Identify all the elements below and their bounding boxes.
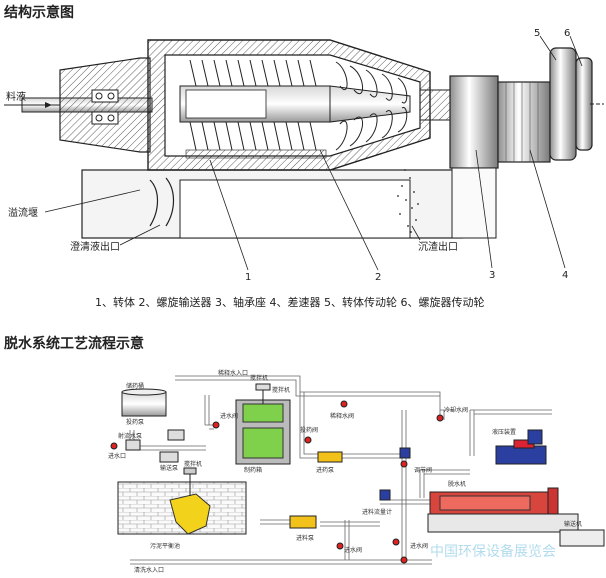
screw-pulley <box>575 57 593 151</box>
base-inner <box>179 179 411 239</box>
right-bearing <box>419 89 451 121</box>
blue-valve-icon <box>379 489 391 501</box>
hydraulic-unit <box>495 445 547 465</box>
valve-icon <box>336 542 344 550</box>
pipe-network <box>129 375 552 565</box>
dosing-tank-top <box>242 403 284 423</box>
storage-tank <box>121 391 167 417</box>
bearing-stand <box>451 167 497 239</box>
centrifuge-structure: 料液 溢流堰 澄清液出口 沉渣出口 1 2 3 4 5 6 <box>4 28 604 283</box>
agitator-label: 搅拌机 <box>272 386 290 394</box>
valve-icon <box>304 436 312 444</box>
hydraulic-label: 液压装置 <box>492 428 516 436</box>
valve-icon <box>400 556 408 564</box>
part-number-2: 2 <box>375 272 381 283</box>
part-number-3: 3 <box>489 270 495 281</box>
sediment-outlet-label: 沉渣出口 <box>418 240 458 253</box>
conveyor <box>559 529 605 547</box>
flush-in-label: 清洗水入口 <box>134 566 164 574</box>
dosing-valve-label: 投药阀 <box>300 426 318 434</box>
parts-legend: 1、转体 2、螺旋输送器 3、轴承座 4、差速器 5、转体传动轮 6、螺旋器传动… <box>95 296 485 309</box>
feed-arrow-icon <box>45 102 52 108</box>
bowl-liner <box>185 149 327 159</box>
dewater-base <box>427 513 579 533</box>
valve-icon <box>392 538 400 546</box>
cone-hub <box>329 85 411 123</box>
sludge-mixer <box>169 493 211 535</box>
storage-tank-label: 储药桶 <box>126 382 144 390</box>
part-number-1: 1 <box>245 272 251 283</box>
dosing-pump-icon <box>167 429 185 441</box>
water-valve-label: 进水阀 <box>410 542 428 550</box>
valves <box>110 400 444 564</box>
feed-label: 料液 <box>6 90 26 103</box>
dosing-pump-label: 投药泵 <box>126 418 144 426</box>
transfer-pump-icon <box>159 451 179 463</box>
valve-icon <box>110 442 118 450</box>
part-number-6: 6 <box>564 28 570 39</box>
left-housing <box>59 57 151 153</box>
sludge-tank-label: 污泥平衡池 <box>150 542 180 550</box>
inlet-valve-label: 进水阀 <box>220 412 238 420</box>
flowmeter-label: 进料流量计 <box>362 508 392 516</box>
part-number-5: 5 <box>534 28 540 39</box>
structure-section-title: 结构示意图 <box>4 5 74 21</box>
blue-valve-icon <box>399 447 411 459</box>
conveyor-label: 输送机 <box>564 520 582 528</box>
ejector-pump-label: 射流水泵 <box>118 432 142 440</box>
leader-lines <box>44 35 583 271</box>
ejector-pump-icon <box>125 439 141 451</box>
differential <box>497 81 551 163</box>
agitator-icon <box>255 383 271 391</box>
clear-outlet-label: 澄清液出口 <box>70 240 120 253</box>
valve-icon <box>340 400 348 408</box>
transfer-pump-label: 输送泵 <box>160 464 178 472</box>
feed-chamber <box>185 89 267 119</box>
mixer2-label: 搅拌机 <box>184 460 202 468</box>
mixer-label: 搅拌机 <box>250 374 268 382</box>
water-inlet-label: 进水口 <box>108 452 126 460</box>
watermark: 中国环保设备展览会 <box>430 543 556 560</box>
sediment-dots <box>397 169 419 233</box>
bearing-seat <box>449 75 499 169</box>
valve-icon <box>436 414 444 422</box>
feed-pump-yellow <box>289 515 317 529</box>
overflow-flow <box>149 179 159 227</box>
valve-icon <box>212 421 220 429</box>
dose-pump-yellow <box>317 451 343 463</box>
dosing-tank-body <box>242 427 284 459</box>
differential-fins <box>505 82 539 162</box>
process-section-title: 脱水系统工艺流程示意 <box>4 336 144 352</box>
dilution-water-in-label: 稀释水入口 <box>218 369 248 377</box>
screw-flights <box>189 59 408 151</box>
dosing-tank-label: 制药箱 <box>244 466 262 474</box>
adjust-valve-label: 调节阀 <box>414 466 432 474</box>
dilution-valve-label: 稀释水阀 <box>330 412 354 420</box>
overflow-weir-label: 溢流堰 <box>8 206 38 219</box>
dewater-label: 脱水机 <box>448 480 466 488</box>
process-flow: 稀释水入口 储药桶 投药泵 射流水泵 进水口 输送泵 进水阀 搅拌机 搅拌机 制… <box>108 369 605 574</box>
feed-pump-label: 进料泵 <box>296 534 314 542</box>
dose-pump2-label: 进药泵 <box>316 466 334 474</box>
valve-icon <box>400 460 408 468</box>
bowl-pulley <box>549 47 577 161</box>
inlet-valve2-label: 进水阀 <box>344 546 362 554</box>
cooling-valve-label: 冷却水阀 <box>444 406 468 414</box>
part-number-4: 4 <box>562 270 568 281</box>
